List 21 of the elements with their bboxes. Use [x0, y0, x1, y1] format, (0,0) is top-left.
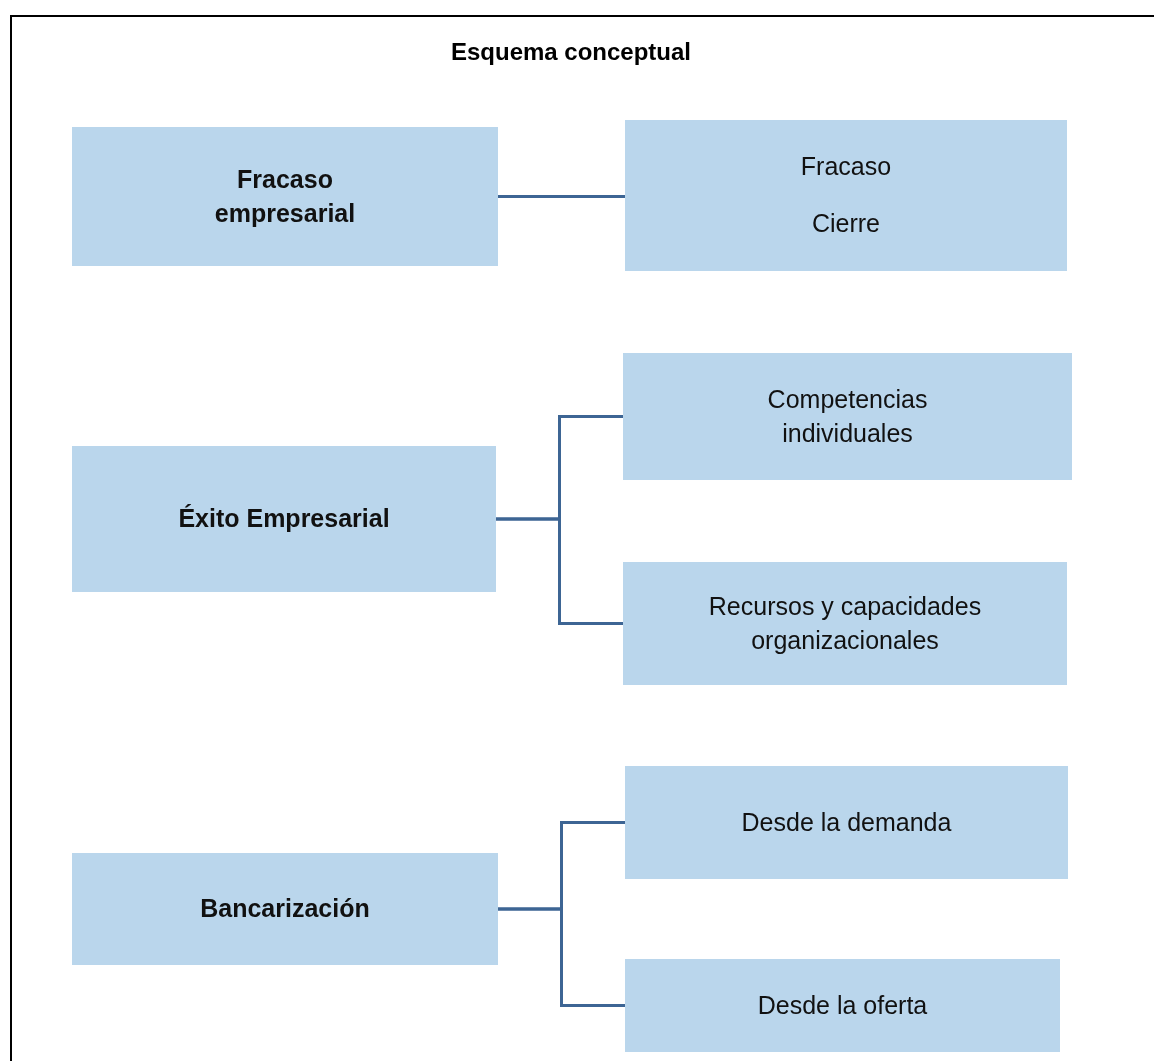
box-text: Cierre: [811, 208, 881, 240]
concept-box: [72, 127, 498, 266]
box-text: Desde la demanda: [741, 806, 952, 838]
connector-line: [496, 517, 623, 625]
concept-box: [625, 959, 1060, 1052]
box-text: Recursos y capacidades organizacionales: [707, 590, 983, 656]
box-text: Bancarización: [200, 893, 370, 925]
box-text: Fracaso empresarial: [213, 163, 357, 229]
concept-box: [72, 853, 498, 965]
concept-box: [625, 120, 1067, 271]
box-text: Fracaso: [800, 150, 892, 182]
box-text: Éxito Empresarial: [178, 503, 390, 535]
connector-line: [498, 907, 625, 1007]
box-text: Competencias individuales: [766, 383, 929, 449]
concept-box: [623, 353, 1072, 480]
concept-box: [72, 446, 496, 592]
connector-line: [498, 195, 625, 198]
diagram-title: Esquema conceptual: [449, 38, 693, 66]
concept-box: [623, 562, 1067, 685]
box-text: Desde la oferta: [757, 989, 928, 1021]
concept-box: [625, 766, 1068, 879]
